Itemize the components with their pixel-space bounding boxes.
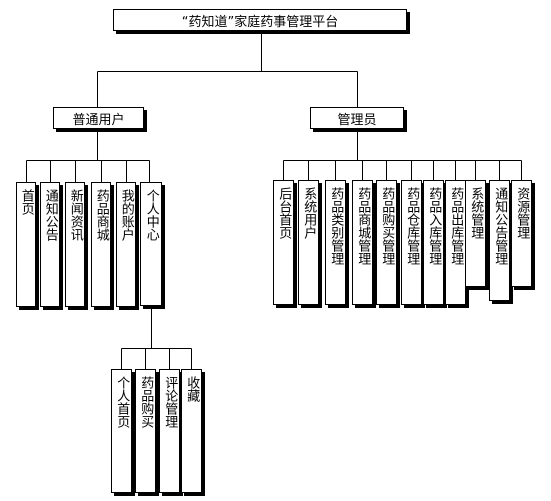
pc-node-purchase: 药品购买 (135, 369, 156, 493)
admin-node-label: 通知公告管理 (492, 187, 508, 265)
user-node-label: 个人中心 (143, 189, 159, 241)
user-node-notices: 通知公告 (40, 182, 60, 307)
pc-node-label: 评论管理 (162, 376, 178, 428)
root-node: “药知道”家庭药事管理平台 (113, 9, 407, 31)
admin-node-label: 药品入库管理 (426, 187, 442, 265)
user-node-home: 首页 (16, 182, 36, 307)
admin-node-label: 后台首页 (276, 187, 292, 239)
user-node-account: 我的账户 (116, 182, 136, 307)
admin-node-label: 系统管理 (468, 187, 484, 239)
admin-node-label: 药品类别管理 (328, 187, 344, 265)
admin-node-label: 药品仓库管理 (404, 187, 420, 265)
admin-node-label: 药品商城管理 (355, 187, 371, 265)
admin-node-system-management: 系统管理 (465, 180, 486, 287)
user-node-personal-center: 个人中心 (140, 182, 162, 306)
pc-node-comments: 评论管理 (159, 369, 180, 493)
admin-node-drug-outbound: 药品出库管理 (445, 180, 466, 305)
user-node-label: 新闻资讯 (67, 189, 83, 241)
admin-node-drug-inbound: 药品入库管理 (423, 180, 444, 305)
root-label: “药知道”家庭药事管理平台 (181, 14, 339, 30)
admin-node-notice-management: 通知公告管理 (489, 180, 510, 301)
pc-node-label: 药品购买 (138, 376, 154, 428)
user-node-news: 新闻资讯 (65, 182, 85, 307)
admin-node-label: 资源管理 (514, 187, 530, 239)
admin-group-label: 管理员 (337, 112, 377, 128)
admin-node-label: 药品出库管理 (448, 187, 464, 265)
admin-node-resource-management: 资源管理 (511, 180, 532, 287)
admin-node-drug-warehouse: 药品仓库管理 (401, 180, 422, 305)
pc-node-home: 个人首页 (111, 369, 132, 493)
user-node-label: 首页 (18, 189, 34, 215)
admin-node-label: 药品购买管理 (379, 187, 395, 265)
admin-node-drug-purchase: 药品购买管理 (376, 180, 397, 305)
user-group-node: 普通用户 (53, 107, 144, 129)
user-node-label: 我的账户 (118, 189, 134, 241)
pc-node-label: 收藏 (184, 376, 200, 402)
admin-node-backend-home: 后台首页 (273, 180, 294, 305)
admin-node-system-users: 系统用户 (298, 180, 319, 305)
user-node-store: 药品商城 (91, 182, 111, 307)
admin-node-drug-store: 药品商城管理 (352, 180, 373, 305)
admin-node-drug-category: 药品类别管理 (325, 180, 346, 305)
pc-node-label: 个人首页 (114, 376, 130, 428)
admin-group-node: 管理员 (310, 107, 404, 129)
admin-node-label: 系统用户 (301, 187, 317, 239)
user-node-label: 药品商城 (93, 189, 109, 241)
user-node-label: 通知公告 (42, 189, 58, 241)
user-group-label: 普通用户 (72, 112, 125, 128)
pc-node-favorites: 收藏 (181, 369, 202, 493)
